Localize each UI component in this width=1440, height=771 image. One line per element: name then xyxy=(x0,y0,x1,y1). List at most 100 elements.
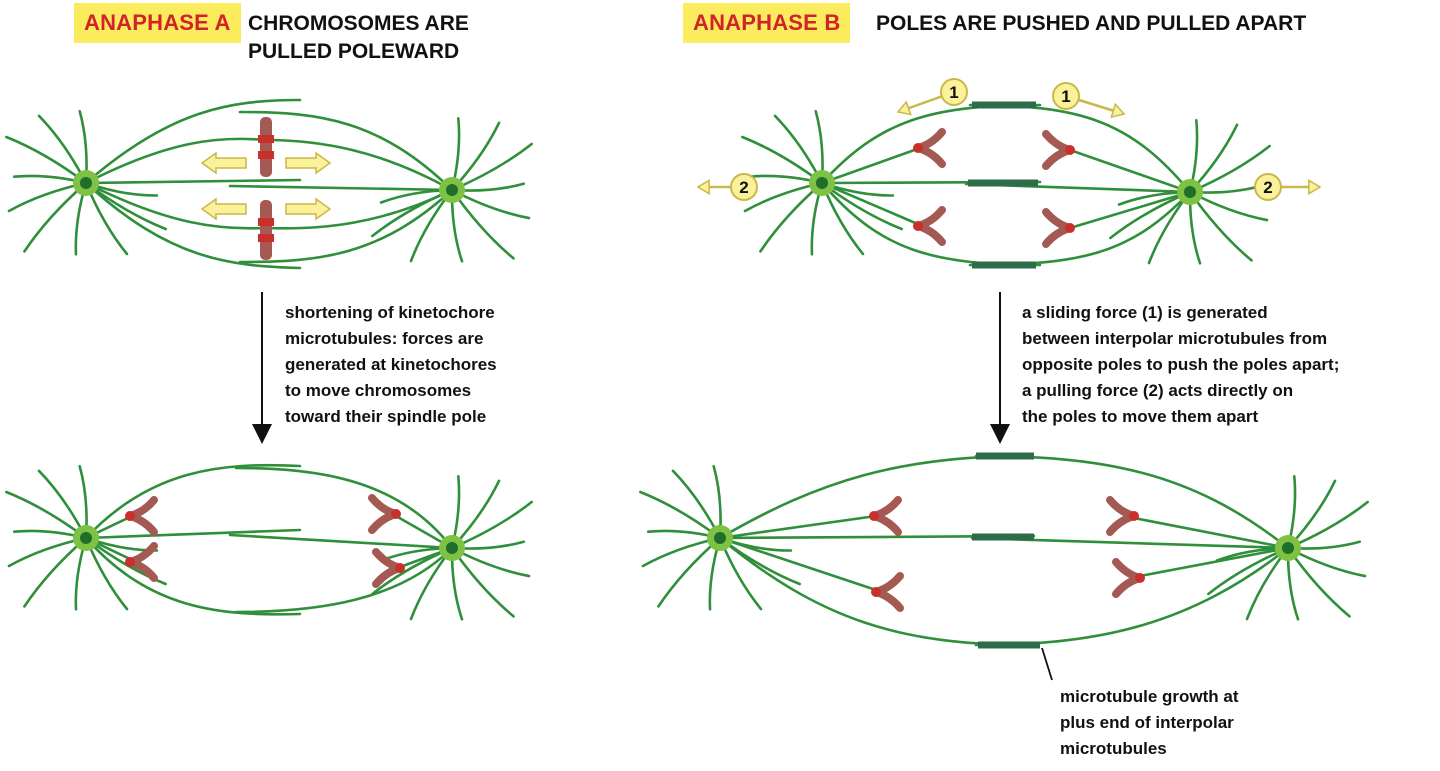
a-top-chromosome-lower xyxy=(258,200,274,260)
anaphase-a-note-line-5: toward their spindle pole xyxy=(285,407,487,426)
b-top-right-aster-ray xyxy=(1188,190,1253,262)
a-top-mt-mid-left xyxy=(84,178,302,185)
b-bot-mt-outer-lower-right xyxy=(974,546,1290,647)
anaphase-b-heading: POLES ARE PUSHED AND PULLED APART xyxy=(876,10,1306,38)
b-bot-right-aster-ray xyxy=(1286,500,1369,550)
a-top-mt-mid-right xyxy=(228,184,454,192)
b-bot-chromosome-left-lower-kinetochore xyxy=(871,587,881,597)
growth-label-line-3: microtubules xyxy=(1060,739,1167,758)
a-top-chromosome-lower-kinetochore-upper xyxy=(258,218,274,226)
anaphase-a-heading-line-1: CHROMOSOMES ARE xyxy=(248,12,469,35)
a-top-mt-outer-left xyxy=(84,98,302,185)
b-top-chromosome-right-lower xyxy=(1042,208,1075,248)
b-top-sliding-force-right-head xyxy=(1110,102,1126,119)
anaphase-a-note-line-3: generated at kinetochores xyxy=(285,355,497,374)
b-top-mt-outer-right xyxy=(968,103,1192,194)
anaphase-b-note-line-1: a sliding force (1) is generated xyxy=(1022,303,1268,322)
b-bot-mt-kin-left-upper xyxy=(718,514,878,540)
a-bot-right-aster-ray xyxy=(450,500,533,550)
b-top-chromosome-right-upper-kinetochore xyxy=(1065,145,1075,155)
b-top-sliding-force-right-circle xyxy=(1052,82,1080,110)
a-top-chromosome-upper-pair xyxy=(260,117,272,177)
a-top-chromosome-upper-kinetochore-lower xyxy=(258,151,274,159)
b-bot-right-aster-ray xyxy=(1286,546,1351,618)
growth-label: microtubule growth at plus end of interp… xyxy=(1060,684,1239,762)
b-bot-mt-outer-left xyxy=(718,454,1032,540)
a-top-arrow-lower-right xyxy=(285,197,332,221)
b-top-chromosome-left-upper xyxy=(913,128,946,168)
b-top-pulling-force-left-label: 2 xyxy=(739,178,748,197)
b-bot-mt-kin-right-lower xyxy=(1138,546,1290,578)
process-arrows xyxy=(252,292,1053,681)
b-top-chromosome-right-upper xyxy=(1042,130,1075,170)
b-top-pulling-force-right-head xyxy=(1308,178,1322,196)
a-top-arrow-lower-left xyxy=(200,197,247,221)
a-top-arrow-upper-left xyxy=(200,151,247,175)
a-bot-chromosome-right-upper xyxy=(368,494,401,534)
anaphase-a-note: shortening of kinetochore microtubules: … xyxy=(285,300,497,430)
a-bot-mt-mid-right xyxy=(228,533,454,550)
a-bot-chromosome-left-lower-kinetochore xyxy=(125,557,135,567)
a-top-mt-outer-lower-left xyxy=(84,181,302,270)
b-top-pulling-force-left-circle xyxy=(730,173,758,201)
b-top-sliding-force-left-head xyxy=(896,100,912,116)
anaphase-b-note: a sliding force (1) is generated between… xyxy=(1022,300,1339,430)
b-top-pulling-force-right-label: 2 xyxy=(1263,178,1272,197)
a-bot-chromosome-left-upper xyxy=(125,496,158,536)
a-top-left-pole-core xyxy=(80,177,92,189)
b-bot-chromosome-right-lower xyxy=(1112,558,1145,598)
a-top-mt-outer-right xyxy=(238,110,454,192)
anaphase-b-heading-line-1: POLES ARE PUSHED AND PULLED APART xyxy=(876,12,1307,35)
a-top-chromosome-upper-kinetochore-upper xyxy=(258,135,274,143)
a-top-chromosome-lower-kinetochore-lower xyxy=(258,234,274,242)
a-top-right-aster-ray xyxy=(450,188,515,260)
b-top-right-pole-core xyxy=(1184,186,1196,198)
a-bot-mt-outer-left xyxy=(84,463,302,540)
b-top-chromosome-right-lower-kinetochore xyxy=(1065,223,1075,233)
interpolar-overlaps xyxy=(968,101,1040,649)
anaphase-b-note-line-3: opposite poles to push the poles apart; xyxy=(1022,355,1340,374)
a-bot-chromosome-right-upper-kinetochore xyxy=(391,509,401,519)
a-bot-chromosome-right-lower-kinetochore xyxy=(395,563,405,573)
b-top-pulling-force-right-circle xyxy=(1254,173,1282,201)
b-top-pulling-force-left-head xyxy=(696,178,710,196)
b-top-left-pole-core xyxy=(816,177,828,189)
a-bot-mt-mid-left xyxy=(84,528,302,540)
b-bot-mt-kin-left-lower xyxy=(718,536,878,592)
b-bot-chromosome-left-upper-kinetochore xyxy=(869,511,879,521)
growth-label-leader xyxy=(1041,647,1053,681)
b-top-sliding-force-left-circle xyxy=(940,78,968,106)
b-bot-left-pole-core xyxy=(714,532,726,544)
b-top-sliding-force-right-label: 1 xyxy=(1061,87,1070,106)
a-bot-mt-outer-lower-left xyxy=(84,536,302,616)
a-top-right-pole-core xyxy=(446,184,458,196)
a-top-mt-kin-upper-left xyxy=(84,137,267,185)
force-arrows: 1 1 2 2 xyxy=(200,78,1322,221)
a-top-mt-outer-lower-right xyxy=(238,188,454,264)
b-top-sliding-force-left-label: 1 xyxy=(949,83,958,102)
anaphase-b-note-line-2: between interpolar microtubules from xyxy=(1022,329,1328,348)
a-top-mt-kin-upper-right xyxy=(263,138,454,192)
spindle-poles xyxy=(73,170,1301,561)
a-top-chromosome-lower-pair xyxy=(260,200,272,260)
b-top-chromosome-left-lower-kinetochore xyxy=(913,221,923,231)
b-bot-mt-kin-right-upper xyxy=(1132,516,1290,550)
a-bot-right-aster-ray xyxy=(450,546,515,618)
a-top-arrow-upper-right xyxy=(285,151,332,175)
anaphase-b-note-line-4: a pulling force (2) acts directly on xyxy=(1022,381,1294,400)
anaphase-b-note-line-5: the poles to move them apart xyxy=(1022,407,1259,426)
b-top-chromosome-left-lower xyxy=(913,206,946,246)
growth-label-line-1: microtubule growth at xyxy=(1060,687,1239,706)
anaphase-b-tag: ANAPHASE B xyxy=(683,3,851,43)
a-bot-mt-outer-right xyxy=(234,466,454,550)
a-bot-chromosome-left-upper-kinetochore xyxy=(125,511,135,521)
anaphase-a-heading-line-2: PULLED POLEWARD xyxy=(248,40,460,63)
a-bot-left-pole-core xyxy=(80,532,92,544)
a-top-mt-kin-lower-right xyxy=(263,188,454,230)
a-top-chromosome-upper xyxy=(258,117,274,177)
anaphase-a-heading: CHROMOSOMES ARE PULLED POLEWARD xyxy=(248,10,469,66)
b-top-chromosome-left-upper-kinetochore xyxy=(913,143,923,153)
anaphase-a-tag: ANAPHASE A xyxy=(74,3,241,43)
b-bot-chromosome-left-upper xyxy=(869,496,902,536)
